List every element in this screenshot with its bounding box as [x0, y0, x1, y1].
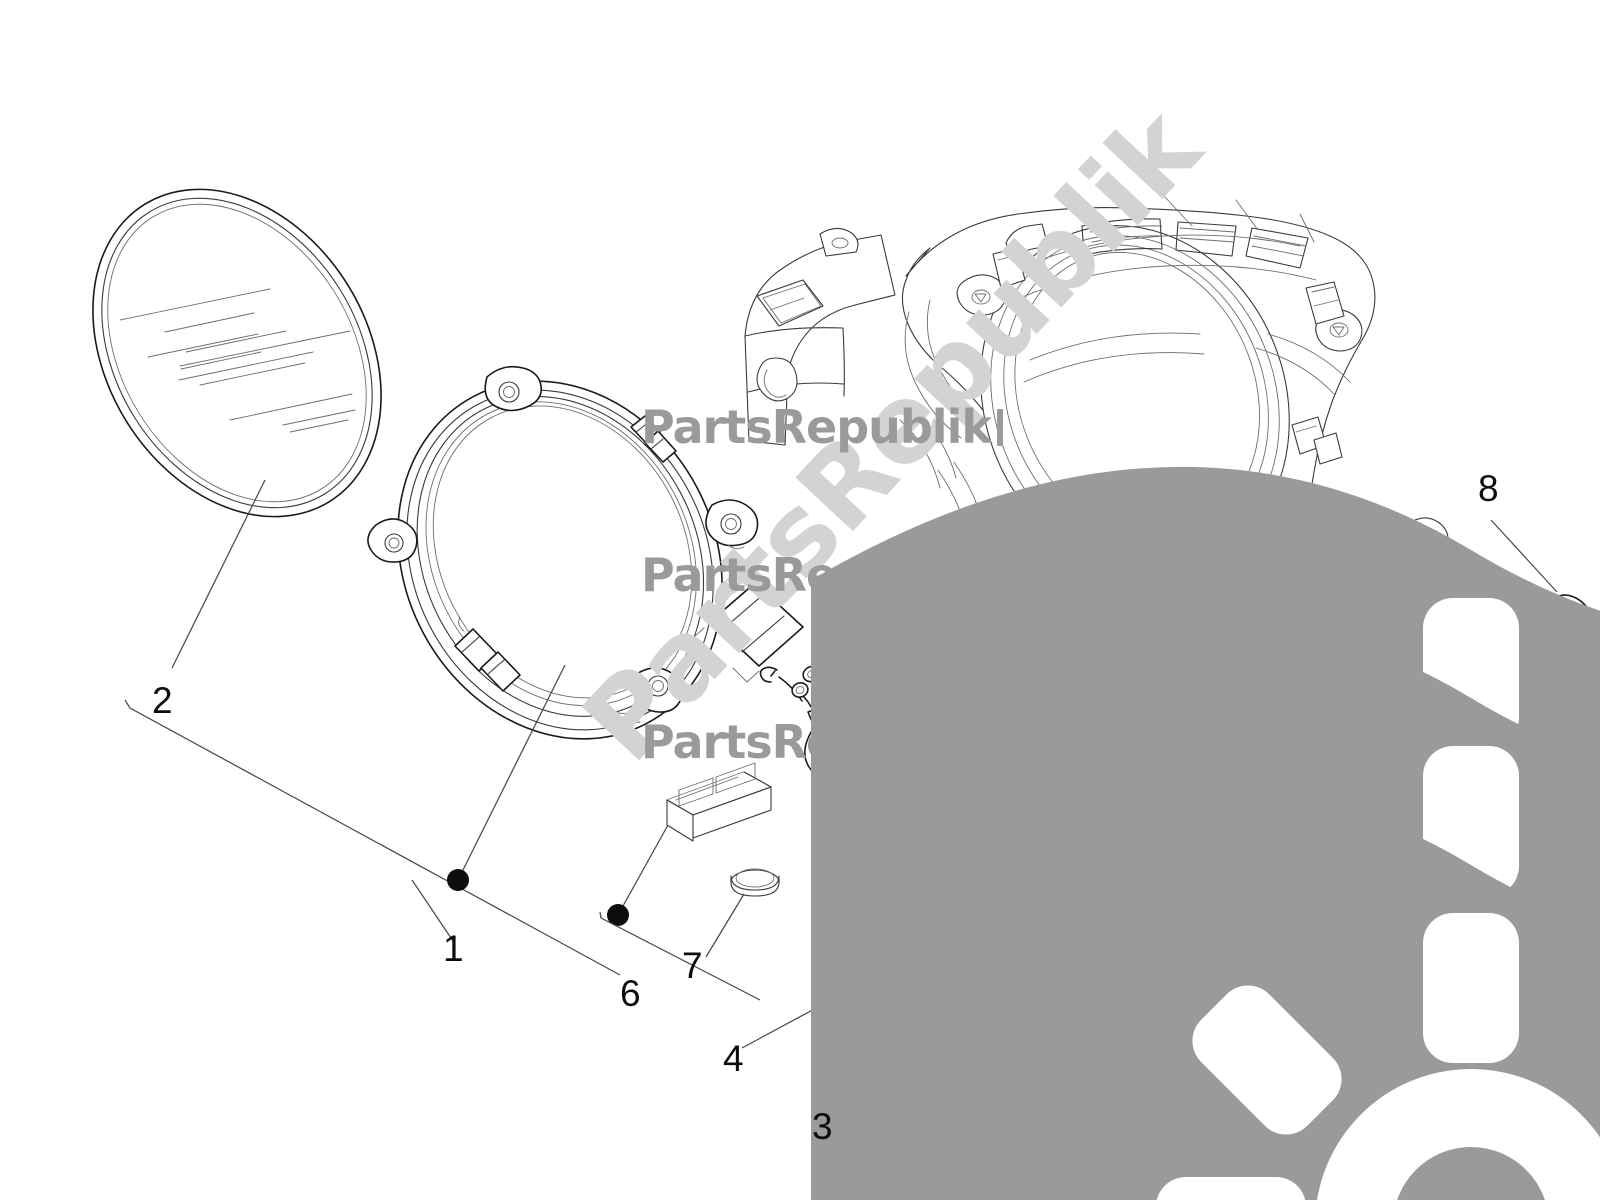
cover-clip-tab — [992, 247, 1026, 289]
cluster-connector-top — [630, 415, 677, 463]
callout-number-7: 7 — [682, 945, 703, 986]
harness-terminals — [934, 799, 1032, 877]
leader-lines — [124, 479, 1558, 1119]
handlebar-cover-assembly — [744, 195, 1509, 791]
part-2-glass-lens — [92, 188, 382, 518]
callout-number-1: 1 — [443, 928, 464, 969]
callout-dot-1 — [447, 869, 469, 891]
mounting-lug-left — [367, 518, 418, 563]
mounting-lug-right — [705, 499, 759, 550]
part-1-instrument-cluster — [367, 365, 804, 740]
part-4-bulb — [983, 874, 1028, 911]
cover-rect-clip — [1313, 432, 1343, 465]
mounting-lug-bottom — [631, 667, 684, 713]
cover-right-tab — [1305, 281, 1345, 325]
callout-number-3: 3 — [812, 1106, 833, 1147]
callout-number-6: 6 — [620, 973, 641, 1014]
cover-boss-left — [956, 274, 1007, 316]
part-3-wiring-harness — [759, 638, 1032, 877]
harness-connector-right — [947, 657, 988, 693]
callout-number-8: 8 — [1478, 468, 1499, 509]
cover-lower-boss — [1311, 736, 1366, 785]
part-8-screw — [1499, 573, 1592, 640]
callout-number-4: 4 — [723, 1038, 744, 1079]
cover-boss-lower-left — [970, 546, 1018, 589]
cover-boss-lower-right — [1401, 517, 1449, 560]
cluster-bottom-plug — [692, 582, 804, 683]
part-6-display-bezel — [666, 762, 772, 842]
part-7-round-cap — [730, 868, 780, 897]
mounting-lug-top — [484, 365, 543, 412]
callout-number-2: 2 — [152, 680, 173, 721]
cover-slot — [1291, 680, 1368, 736]
callout-dot-6 — [607, 904, 629, 926]
harness-connector-top — [892, 638, 929, 672]
cluster-connector-left — [454, 616, 521, 692]
